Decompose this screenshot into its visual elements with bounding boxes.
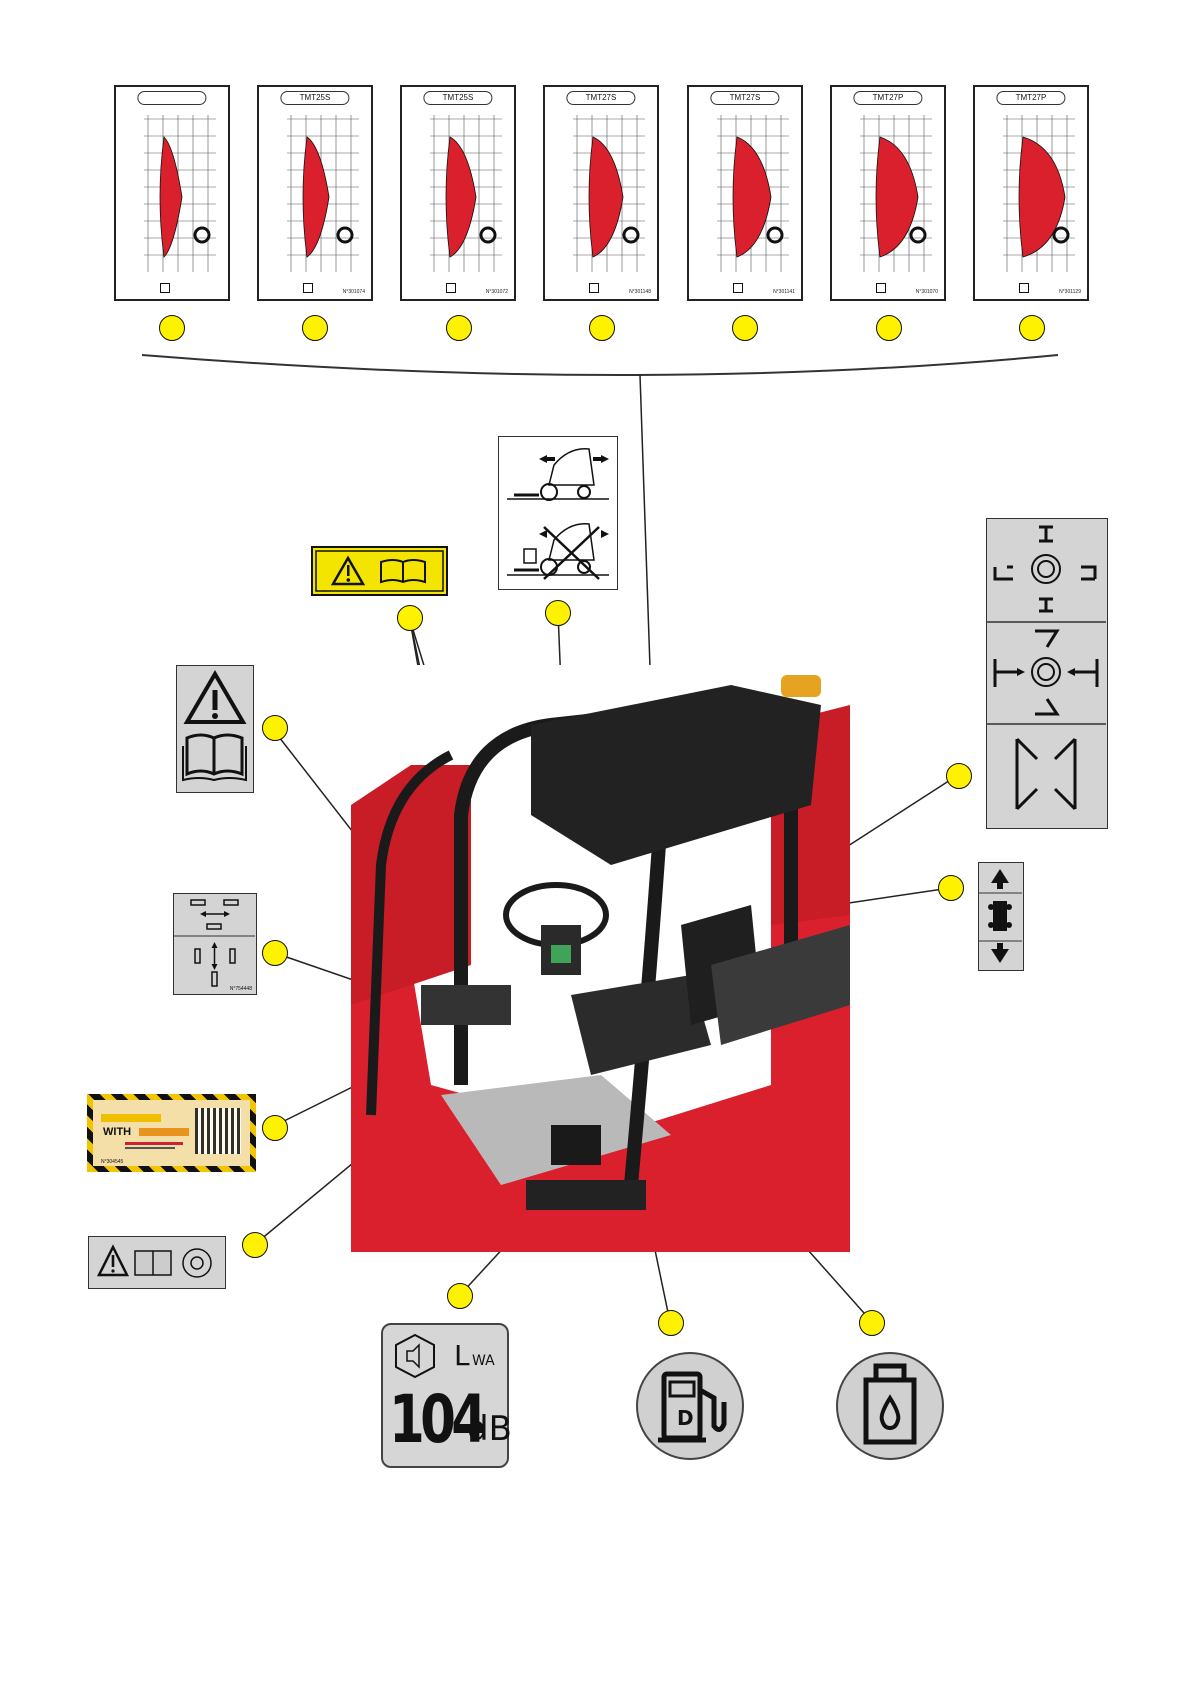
marker-steering-mode — [262, 940, 288, 966]
noise-level-decal: L WA 104 dB — [381, 1323, 509, 1468]
marker-travel-direction — [938, 875, 964, 901]
warning-manual-yellow-decal — [311, 546, 448, 596]
qr-decal-code: N°304545 — [101, 1159, 123, 1165]
marker-load-chart-6 — [876, 315, 902, 341]
marker-warning-yellow — [397, 605, 423, 631]
diesel-fuel-decal: D — [636, 1352, 744, 1460]
marker-load-chart-3 — [446, 315, 472, 341]
qr-code — [195, 1108, 241, 1154]
noise-unit: dB — [467, 1409, 512, 1449]
steering-mode-decal: N°754448 — [173, 893, 257, 995]
qr-promo-decal: WITH N°304545 — [87, 1094, 256, 1172]
load-direction-decal — [498, 436, 618, 590]
marker-warning-gray — [262, 715, 288, 741]
hydraulic-oil-decal — [836, 1352, 944, 1460]
warning-manual-gray-decal — [176, 665, 254, 793]
travel-direction-decal — [978, 862, 1024, 971]
marker-load-chart-1 — [159, 315, 185, 341]
marker-load-chart-5 — [732, 315, 758, 341]
marker-load-chart-2 — [302, 315, 328, 341]
marker-wheel-decal — [242, 1232, 268, 1258]
marker-load-chart-7 — [1019, 315, 1045, 341]
marker-qr-decal — [262, 1115, 288, 1141]
marker-steering-selection — [946, 763, 972, 789]
machine-cab-illustration — [351, 665, 850, 1252]
fuel-letter: D — [677, 1406, 694, 1430]
qr-decal-line1: WITH — [103, 1126, 131, 1138]
warning-manual-wheel-decal — [88, 1236, 226, 1289]
noise-label-l: L — [454, 1339, 470, 1372]
steering-selection-decal — [986, 518, 1108, 829]
marker-load-direction — [545, 600, 571, 626]
marker-fuel — [658, 1310, 684, 1336]
steering-decal-code: N°754448 — [230, 986, 252, 992]
marker-load-chart-4 — [589, 315, 615, 341]
marker-noise — [447, 1283, 473, 1309]
marker-oil — [859, 1310, 885, 1336]
noise-label-sub: WA — [472, 1353, 495, 1369]
